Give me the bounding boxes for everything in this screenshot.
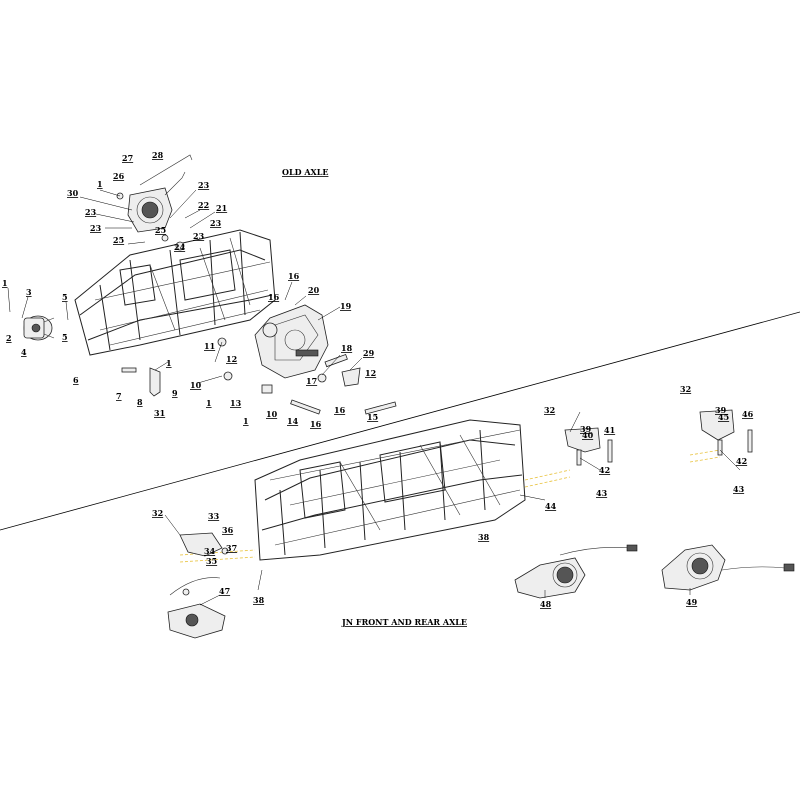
- section-divider: [0, 311, 800, 531]
- callout-16-b: 16: [288, 271, 300, 281]
- callout-36: 36: [222, 525, 234, 535]
- engine: [254, 304, 329, 379]
- callout-8: 8: [137, 397, 143, 407]
- callout-26: 26: [113, 171, 125, 181]
- callout-16-d: 16: [334, 405, 346, 415]
- callout-16-a: 16: [310, 419, 322, 429]
- callout-5-a: 5: [62, 292, 68, 302]
- callout-6: 6: [73, 375, 79, 385]
- callout-10-a: 10: [190, 380, 202, 390]
- assembly-line-front: [179, 549, 256, 563]
- rear-gearbox-old: [127, 154, 193, 233]
- callout-11: 11: [204, 341, 215, 351]
- gearbox-48: [514, 544, 638, 599]
- callout-42-b: 42: [736, 456, 747, 466]
- callout-10-b: 10: [266, 409, 278, 419]
- callout-23-d: 23: [198, 180, 210, 190]
- callout-30: 30: [67, 188, 79, 198]
- callout-9: 9: [172, 388, 178, 398]
- callout-45: 45: [718, 412, 729, 422]
- callout-19: 19: [340, 301, 352, 311]
- callout-23-c: 23: [193, 231, 205, 241]
- callout-1-e: 1: [97, 179, 103, 189]
- callout-34: 34: [204, 546, 216, 556]
- callout-25-b: 25: [155, 225, 166, 235]
- callout-15: 15: [367, 412, 378, 422]
- callout-1-d: 1: [243, 416, 249, 426]
- callout-7: 7: [116, 391, 122, 401]
- callout-18: 18: [341, 343, 353, 353]
- callout-12-b: 12: [365, 368, 376, 378]
- title-new-axle: JN FRONT AND REAR AXLE: [341, 617, 467, 627]
- callout-20: 20: [308, 285, 320, 295]
- callout-43-b: 43: [733, 484, 745, 494]
- callout-22: 22: [198, 200, 209, 210]
- assembly-line-rear: [524, 469, 571, 488]
- callout-12-a: 12: [226, 354, 237, 364]
- front-gearbox-new: [167, 577, 226, 639]
- callout-23-e: 23: [210, 218, 222, 228]
- rear-mount-bracket-b: [699, 409, 753, 456]
- callout-32-c: 32: [152, 508, 163, 518]
- callout-43-a: 43: [596, 488, 608, 498]
- callout-32-b: 32: [680, 384, 691, 394]
- callout-13: 13: [230, 398, 242, 408]
- callout-25-a: 25: [113, 235, 124, 245]
- callout-4: 4: [21, 347, 27, 357]
- callout-28: 28: [152, 150, 164, 160]
- callout-38-b: 38: [253, 595, 265, 605]
- callout-21: 21: [216, 203, 227, 213]
- callout-40: 40: [582, 430, 594, 440]
- title-old-axle: OLD AXLE: [282, 167, 328, 177]
- callout-33: 33: [208, 511, 220, 521]
- callout-39-b: 39: [715, 405, 727, 415]
- callout-3: 3: [26, 287, 32, 297]
- callout-5-b: 5: [62, 332, 68, 342]
- callout-17: 17: [306, 376, 317, 386]
- callout-37: 37: [226, 543, 237, 553]
- callout-32-a: 32: [544, 405, 555, 415]
- leader-lines: [7, 189, 741, 606]
- callout-35: 35: [206, 556, 217, 566]
- callout-23-b: 23: [90, 223, 102, 233]
- front-mount-bracket: [179, 532, 229, 557]
- callout-1-b: 1: [166, 358, 172, 368]
- callout-38-a: 38: [478, 532, 490, 542]
- callout-39-a: 39: [580, 424, 592, 434]
- callout-1-a: 1: [2, 278, 8, 288]
- upper-frame: [74, 229, 276, 356]
- callout-29: 29: [363, 348, 375, 358]
- callout-41: 41: [604, 425, 615, 435]
- callout-labels: 1 2 3 4 5 5 6 7 8 9 1 31 10 11 12 1 13 1…: [2, 150, 754, 609]
- gearbox-49: [661, 544, 795, 591]
- rear-mount-bracket-a: [564, 427, 613, 466]
- callout-46: 46: [742, 409, 754, 419]
- callout-48: 48: [540, 599, 552, 609]
- callout-14: 14: [287, 416, 299, 426]
- callout-42-a: 42: [599, 465, 610, 475]
- lower-frame: [254, 419, 526, 561]
- front-gearbox-old: [23, 315, 55, 341]
- callout-47: 47: [219, 586, 230, 596]
- callout-31: 31: [154, 408, 165, 418]
- callout-24: 24: [174, 242, 186, 252]
- assembly-line-right: [689, 449, 721, 463]
- callout-2: 2: [6, 333, 12, 343]
- callout-16-c: 16: [268, 292, 280, 302]
- callout-44: 44: [545, 501, 557, 511]
- callout-1-c: 1: [206, 398, 212, 408]
- callout-23-a: 23: [85, 207, 97, 217]
- callout-49: 49: [686, 597, 698, 607]
- callout-27: 27: [122, 153, 133, 163]
